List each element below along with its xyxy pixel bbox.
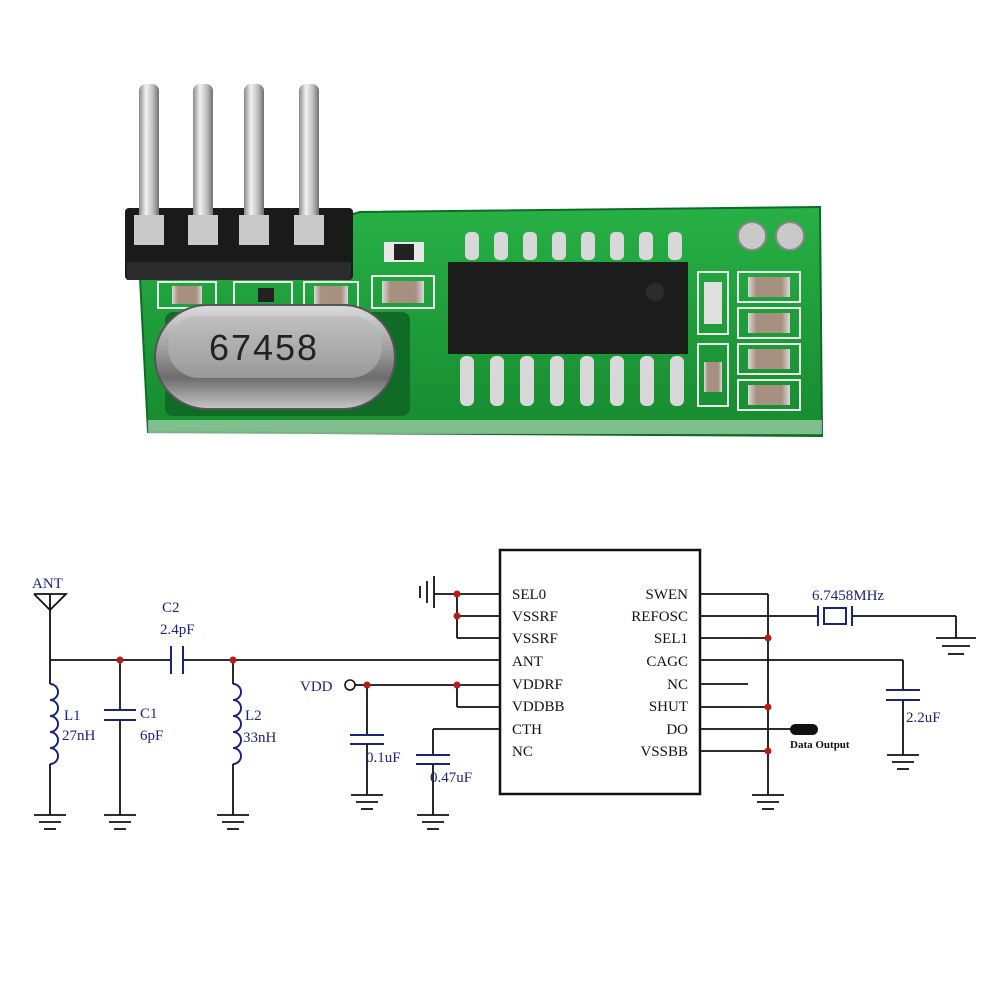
inductor-l2 [232, 660, 242, 815]
junction-dots [116, 590, 772, 755]
ground-symbols-left [34, 814, 249, 830]
ic-left-pin-0: SEL0 [512, 587, 546, 603]
capacitor-cagc [886, 689, 920, 701]
c2-value: 2.4pF [160, 622, 195, 638]
ic-right-pin-1: REFOSC [631, 609, 688, 625]
smd-column-right [697, 221, 805, 411]
data-output-label: Data Output [790, 739, 850, 751]
ic-right-pin-7: VSSBB [640, 744, 688, 760]
ic-left-pin-3: ANT [512, 654, 543, 670]
ic-top-legs [465, 232, 682, 260]
c2-name: C2 [162, 600, 180, 616]
vdd-label: VDD [300, 679, 333, 695]
ic-right-pin-0: SWEN [646, 587, 689, 603]
ic-left-pin-2: VSSRF [512, 631, 558, 647]
crystal-frequency: 6.7458MHz [812, 588, 884, 604]
inductor-l1 [49, 660, 59, 815]
ic-bottom-legs [460, 356, 684, 406]
vdd-net [344, 679, 500, 810]
ic-right-pin-6: DO [666, 722, 688, 738]
ic-right-pin-5: SHUT [649, 699, 688, 715]
ground-sel0 [419, 576, 500, 639]
l1-value: 27nH [62, 728, 96, 744]
pcb-photo: 67458 [125, 84, 824, 438]
l2-value: 33nH [243, 730, 277, 746]
ic-left-pin-7: NC [512, 744, 533, 760]
ic-body [498, 548, 702, 796]
crystal-symbol [817, 606, 853, 626]
c1-value: 6pF [140, 728, 163, 744]
cth-net [416, 728, 500, 830]
c1-name: C1 [140, 706, 158, 722]
ground-symbols-right [752, 637, 976, 810]
pin-header [125, 84, 353, 280]
ic-chip-photo [448, 232, 688, 406]
ic-right-pin-3: CAGC [646, 654, 688, 670]
ic-left-pin-1: VSSRF [512, 609, 558, 625]
header-pins [134, 84, 324, 245]
l1-name: L1 [64, 708, 81, 724]
antenna-symbol [33, 593, 69, 660]
capacitor-c2 [170, 646, 184, 674]
c-cagc-value: 2.2uF [906, 710, 941, 726]
antenna-label: ANT [32, 576, 63, 592]
crystal-marking: 67458 [209, 327, 319, 368]
c-vdd-value: 0.1uF [366, 750, 401, 766]
right-wires [700, 593, 957, 795]
ic-left-pin-6: CTH [512, 722, 542, 738]
ic-right-pin-2: SEL1 [654, 631, 688, 647]
crystal-oscillator: 67458 [154, 304, 410, 416]
l2-name: L2 [245, 708, 262, 724]
c-cth-value: 0.47uF [430, 770, 472, 786]
ic-left-pin-4: VDDRF [512, 677, 563, 693]
data-output-terminal [790, 724, 818, 735]
ic-left-pin-5: VDDBB [512, 699, 565, 715]
ic-right-pin-4: NC [667, 677, 688, 693]
capacitor-c1 [104, 660, 136, 815]
